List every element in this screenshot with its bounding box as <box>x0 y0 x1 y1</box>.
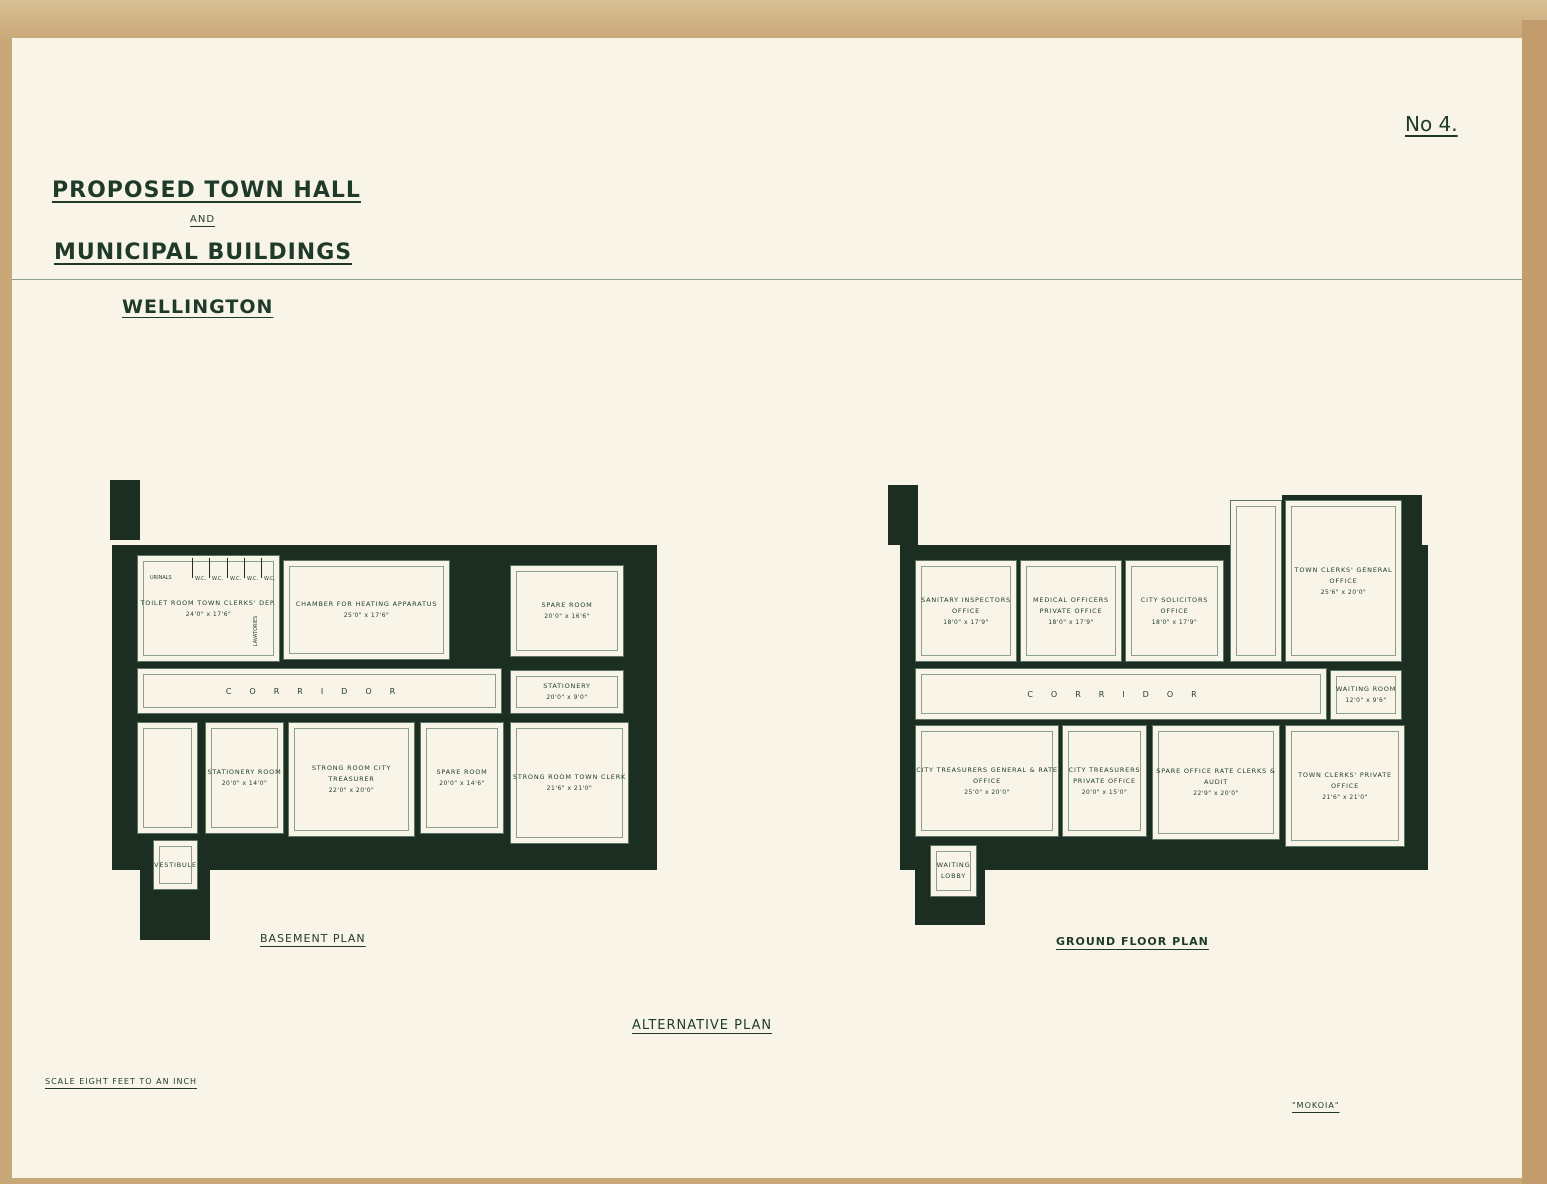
room-spare-office: Spare Office Rate Clerks & Audit22'9" x … <box>1152 725 1280 840</box>
title-line-2: and <box>190 214 216 225</box>
motto: "Mokoia" <box>1292 1101 1340 1110</box>
paper-edge-right <box>1522 20 1547 1184</box>
urinals-label: Urinals <box>150 575 172 581</box>
basement-corridor: Corridor <box>137 668 502 714</box>
room-city-treasurers-general: City Treasurers General & Rate Office25'… <box>915 725 1059 837</box>
room-medical-officers: Medical Officers Private Office18'0" x 1… <box>1020 560 1122 662</box>
wc-label: W.C. <box>212 576 224 582</box>
lavatories-label: Lavatories <box>253 615 260 647</box>
room-town-clerks-general: Town Clerks' General Office25'6" x 20'0" <box>1285 500 1402 662</box>
paper-edge-top <box>0 0 1547 40</box>
title-line-4: Wellington <box>122 296 274 318</box>
title-line-1: Proposed Town Hall <box>52 178 361 203</box>
wc-partition <box>244 558 245 578</box>
room-city-treasurers-private: City Treasurers Private Office20'0" x 15… <box>1062 725 1147 837</box>
alternative-plan-caption: Alternative Plan <box>632 1018 773 1033</box>
wc-label: W.C. <box>264 576 276 582</box>
room-spare-north: Spare Room20'0" x 16'6" <box>510 565 624 657</box>
room-stationery-small: Stationery20'0" x 9'0" <box>510 670 624 714</box>
room-waiting: Waiting Room12'0" x 9'6" <box>1330 670 1402 720</box>
scale-note: Scale Eight Feet to an Inch <box>45 1077 198 1086</box>
title-line-3: Municipal Buildings <box>54 240 353 265</box>
basement-plan-label: Basement Plan <box>260 932 366 945</box>
wc-label: W.C. <box>195 576 207 582</box>
room-spare-south: Spare Room20'0" x 14'6" <box>420 722 504 834</box>
room-strong-city-treasurer: Strong Room City Treasurer22'0" x 20'0" <box>288 722 415 837</box>
ground-corridor: Corridor <box>915 668 1327 720</box>
wc-label: W.C. <box>230 576 242 582</box>
wc-partition <box>209 558 210 578</box>
room-sanitary-inspectors: Sanitary Inspectors Office18'0" x 17'9" <box>915 560 1017 662</box>
wc-partition <box>192 558 193 578</box>
room-stationery: Stationery Room20'0" x 14'0" <box>205 722 284 834</box>
ground-floor-plan-label: Ground Floor Plan <box>1056 935 1209 948</box>
wc-partition <box>227 558 228 578</box>
room-toilet: Toilet Room Town Clerks' Dep.24'0" x 17'… <box>137 555 280 662</box>
title-rule <box>12 279 1522 280</box>
room-heating-chamber: Chamber for Heating Apparatus25'0" x 17'… <box>283 560 450 660</box>
room-waiting-lobby: Waiting Lobby <box>930 845 977 897</box>
wc-label: W.C. <box>247 576 259 582</box>
panelled-lobby <box>1230 500 1282 662</box>
room-strong-town-clerk: Strong Room Town Clerk21'6" x 21'0" <box>510 722 629 844</box>
sheet-number: No 4. <box>1405 112 1458 136</box>
wc-partition <box>261 558 262 578</box>
room-town-clerks-private: Town Clerks' Private Office21'6" x 21'0" <box>1285 725 1405 847</box>
room-vestibule: Vestibule <box>153 840 198 890</box>
room-passage <box>137 722 198 834</box>
room-city-solicitors: City Solicitors Office18'0" x 17'9" <box>1125 560 1224 662</box>
